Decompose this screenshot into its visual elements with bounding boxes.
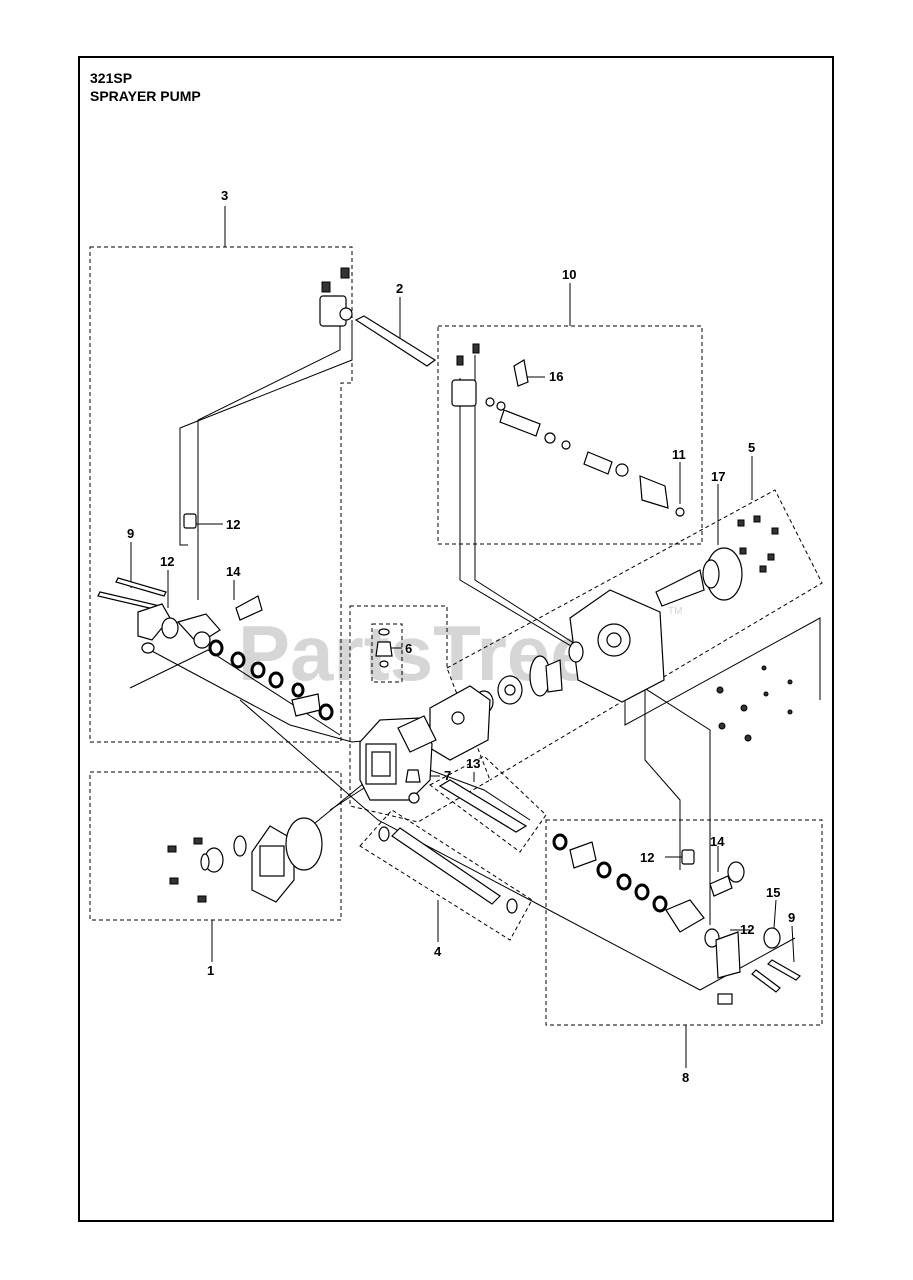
watermark-tm: TM [668, 606, 682, 617]
callout-12-right: 12 [640, 850, 654, 865]
callout-1: 1 [207, 963, 214, 978]
callout-14-left: 14 [226, 564, 241, 579]
callout-5: 5 [748, 440, 755, 455]
pipe-2-part [354, 315, 437, 367]
group-box-3 [89, 246, 353, 743]
callout-17: 17 [711, 469, 725, 484]
plug-6-part [375, 628, 393, 668]
callout-11: 11 [672, 447, 686, 462]
callout-10: 10 [562, 267, 576, 282]
shaft-13-part [438, 779, 528, 833]
callout-9-left: 9 [127, 526, 134, 541]
callout-labels: 3 2 10 16 11 17 5 12 9 12 14 6 13 7 1 4 … [127, 188, 795, 1085]
callout-3: 3 [221, 188, 228, 203]
callout-14-right: 14 [710, 834, 725, 849]
callout-7: 7 [444, 768, 451, 783]
callout-12-lower: 12 [740, 922, 754, 937]
callout-16: 16 [549, 369, 563, 384]
cap-17-part [655, 515, 779, 607]
gear-housing-part [568, 589, 665, 703]
callout-2: 2 [396, 281, 403, 296]
callout-12-left: 12 [160, 554, 174, 569]
nut-7-part [405, 769, 421, 783]
valve-assembly-10-part [451, 343, 685, 517]
left-valve-group-part [97, 513, 334, 721]
model-number: 321SP [90, 70, 133, 86]
callout-4: 4 [434, 944, 442, 959]
pipe-4-part [378, 826, 518, 914]
callout-9-right: 9 [788, 910, 795, 925]
callout-12-upper: 12 [226, 517, 240, 532]
group-box-1 [89, 771, 342, 921]
callout-8: 8 [682, 1070, 689, 1085]
callout-6: 6 [405, 641, 412, 656]
group-box-8 [545, 819, 823, 1026]
pump-body-part [359, 715, 437, 804]
group-box-10 [437, 325, 703, 545]
right-valve-group-part [552, 833, 801, 1005]
callout-13: 13 [466, 756, 480, 771]
cover-plate-1-part [167, 817, 323, 903]
diagram-title: SPRAYER PUMP [90, 88, 201, 104]
group-box-6-inner [371, 623, 403, 683]
upper-fitting-part [319, 267, 353, 327]
gasket-plate-part [429, 685, 491, 761]
diagram-frame [78, 56, 834, 1222]
callout-15: 15 [766, 885, 780, 900]
